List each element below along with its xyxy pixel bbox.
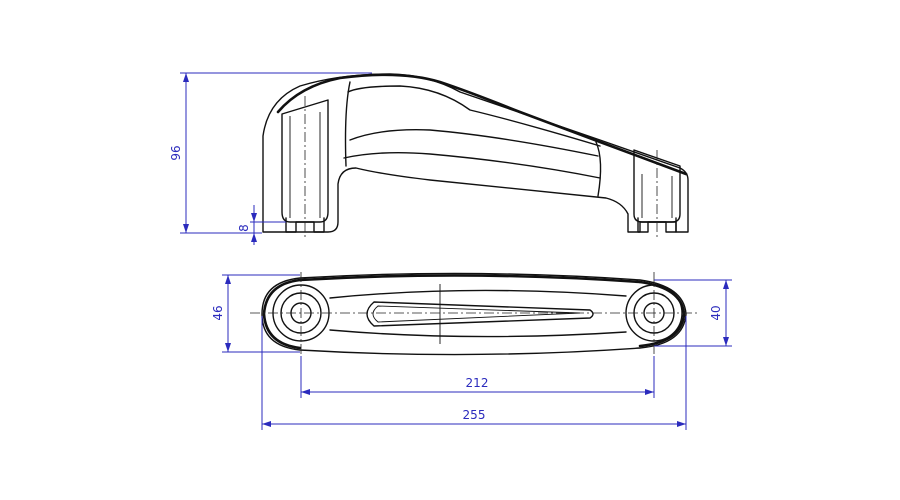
- top-view-slot-inner: [372, 305, 581, 323]
- side-view-right-boss: [633, 149, 681, 223]
- side-view-outline: [262, 73, 689, 233]
- dim-hole-spacing: 212: [466, 376, 489, 390]
- side-view-grip-left-edge: [344, 81, 351, 167]
- top-view-right-contour: [638, 280, 686, 348]
- top-view-slot: [366, 301, 594, 327]
- side-view-grip-right-edge: [595, 141, 602, 197]
- dim-length-overall: 255: [463, 408, 486, 422]
- side-view-grip-upper: [347, 85, 601, 147]
- dim-height-overall: 96: [169, 145, 183, 160]
- dim-width-overall: 46: [211, 305, 225, 320]
- side-view-top-contour: [276, 73, 688, 176]
- top-view-left-contour: [262, 278, 302, 350]
- dimensions: 96 8 46 40 212 255: [169, 72, 732, 430]
- top-view-top-contour: [298, 274, 642, 284]
- top-view-inner-top: [329, 289, 627, 299]
- top-view-inner-bottom: [329, 329, 627, 338]
- side-view: [262, 73, 689, 240]
- side-view-grip-bottom: [343, 151, 601, 179]
- dim-base-height: 8: [237, 224, 251, 232]
- top-view-outline: [261, 272, 687, 356]
- dim-boss-width: 40: [709, 305, 723, 320]
- side-view-grip-lower: [349, 129, 599, 157]
- top-view: [250, 272, 700, 356]
- side-view-left-boss: [281, 99, 329, 223]
